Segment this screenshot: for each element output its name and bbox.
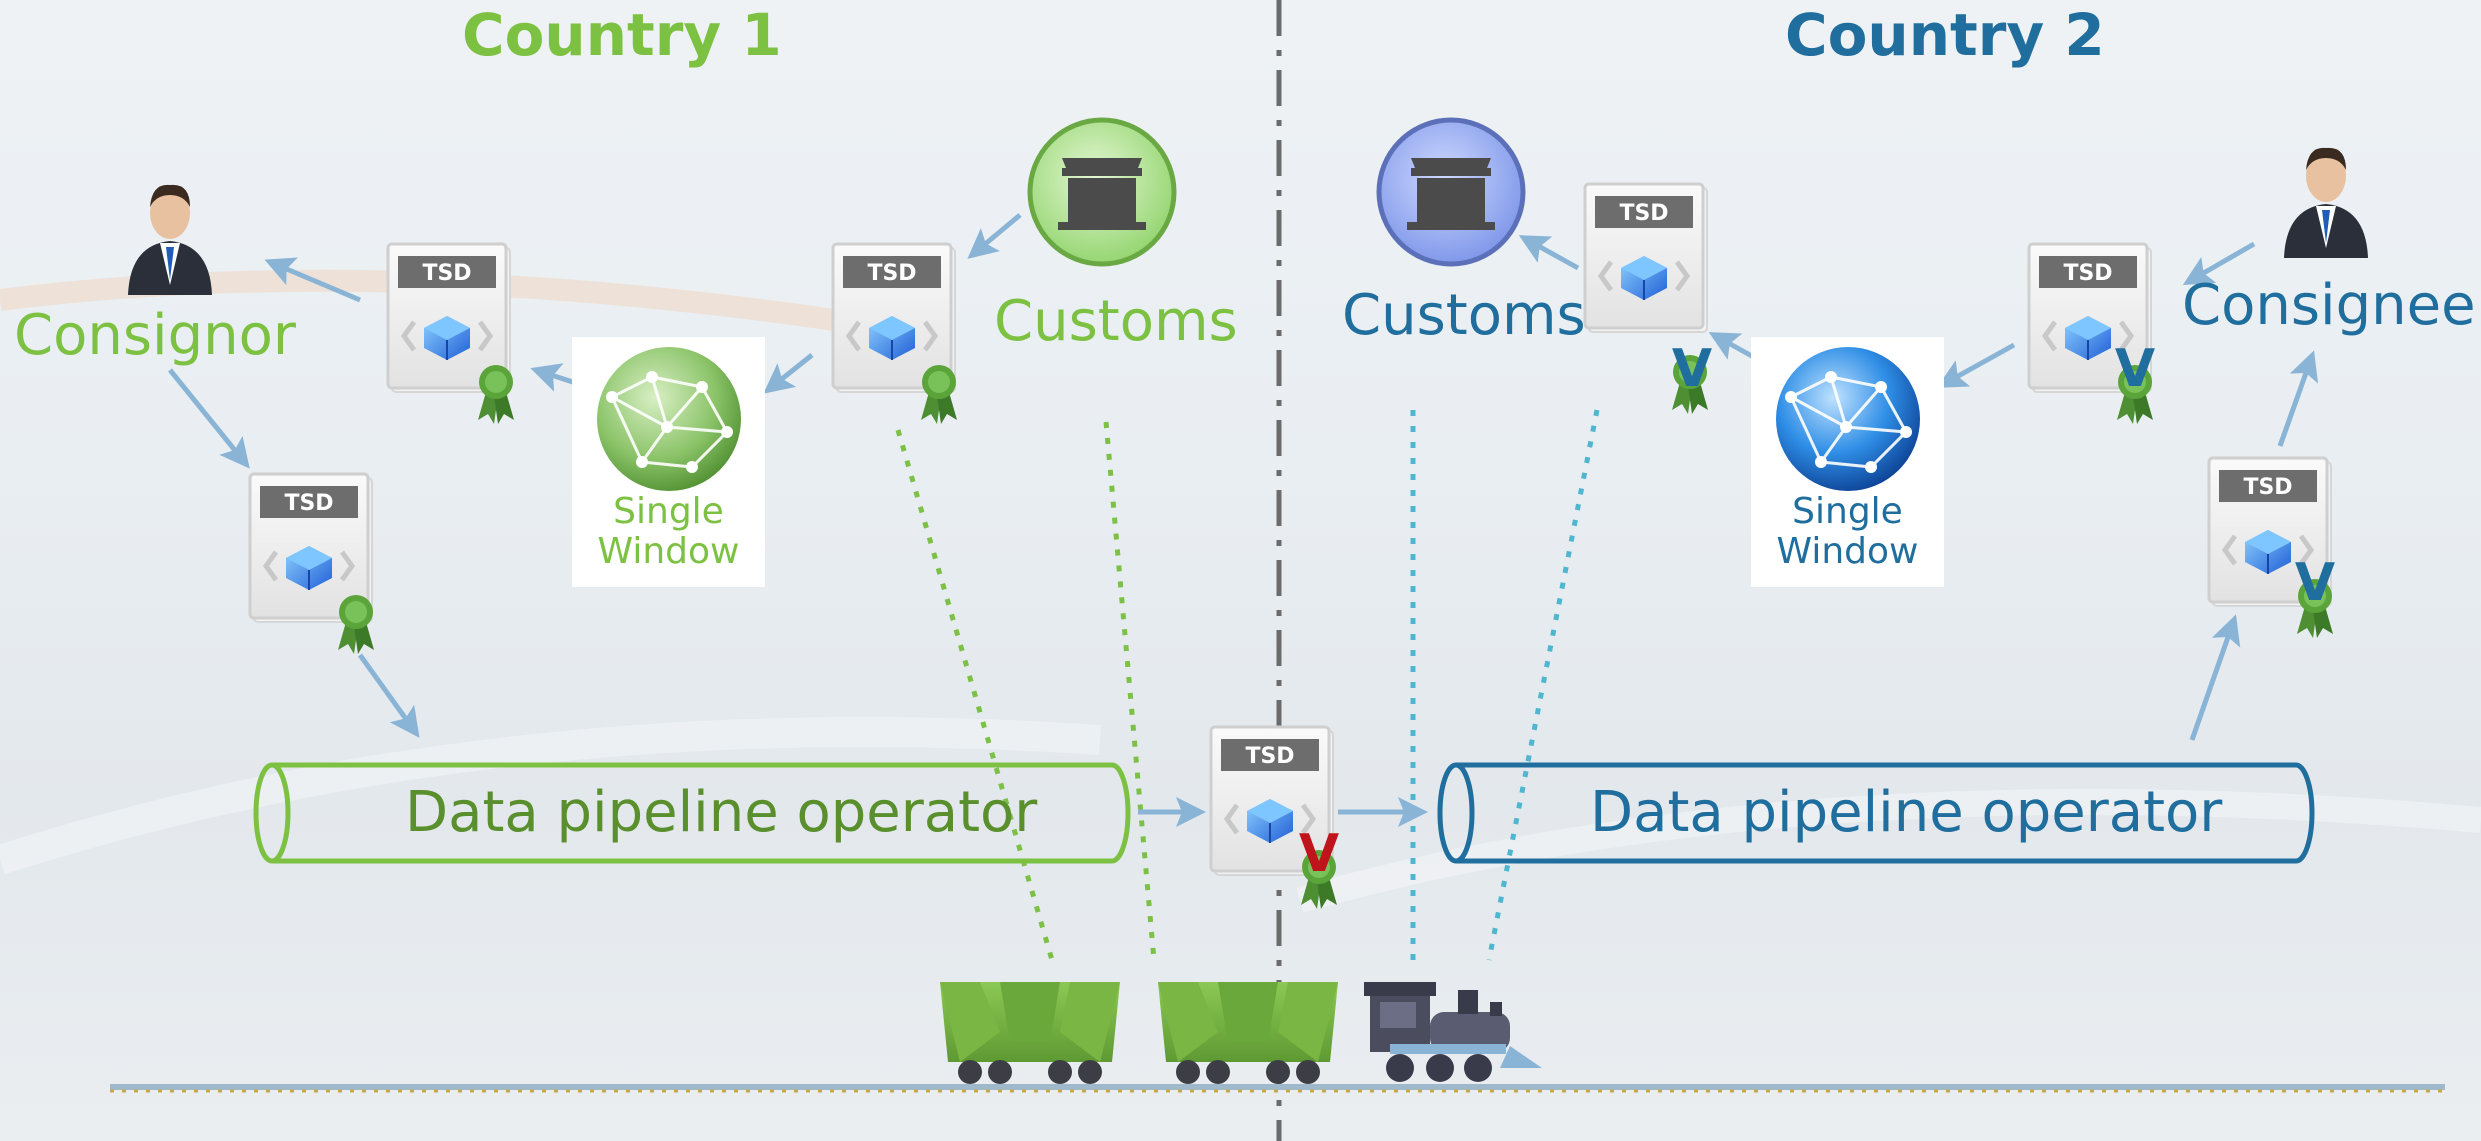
dotted-line-blue-2 bbox=[1486, 409, 1600, 961]
customs-label-country2: Customs bbox=[1342, 283, 1586, 348]
tsd-document-icon: TSD bbox=[250, 474, 374, 654]
arrow-doc-to-customs2 bbox=[1518, 235, 1580, 271]
single-window-label-line1: Single bbox=[613, 491, 724, 532]
tsd-document-icon: TSD bbox=[388, 244, 514, 424]
country1-title: Country 1 bbox=[462, 1, 782, 69]
verify-mark: V bbox=[2115, 339, 2155, 399]
award-ribbon-icon bbox=[478, 365, 514, 424]
arrow-consignee-to-doc bbox=[2182, 241, 2256, 285]
hopper-wagon bbox=[940, 982, 1120, 1084]
award-ribbon-icon bbox=[921, 365, 957, 424]
single-window-label-line1: Single bbox=[1792, 491, 1903, 532]
customs-building-icon bbox=[1376, 117, 1526, 267]
customs-label-country1: Customs bbox=[994, 289, 1238, 354]
tsd-document-icon: TSD V bbox=[2029, 244, 2155, 424]
single-window-country2: Single Window bbox=[1751, 337, 1944, 587]
single-window-label-line2: Window bbox=[1776, 531, 1919, 572]
svg-text:TSD: TSD bbox=[422, 261, 471, 286]
tsd-document-icon: TSD bbox=[1585, 184, 1707, 332]
arrow-doc-to-consignor bbox=[264, 257, 361, 303]
customs-building-icon bbox=[1027, 117, 1177, 267]
businessman-icon bbox=[128, 184, 212, 295]
arrow-doc-to-sw2 bbox=[1936, 342, 2016, 388]
verify-mark: V bbox=[1299, 824, 1339, 884]
hopper-wagon bbox=[1158, 982, 1338, 1084]
verify-mark: V bbox=[1672, 339, 1712, 399]
single-window-country1: Single Window bbox=[572, 337, 765, 587]
dotted-line-green-2 bbox=[1103, 421, 1157, 961]
arrow-customs1-to-doc bbox=[967, 213, 1022, 259]
consignor-label: Consignor bbox=[14, 303, 296, 368]
pipeline-country2 bbox=[1437, 762, 2315, 864]
tsd-document-icon: TSD bbox=[833, 244, 957, 424]
businessman-icon bbox=[2284, 147, 2368, 258]
verify-mark: V bbox=[2295, 553, 2335, 613]
single-window-label-line2: Window bbox=[597, 531, 740, 572]
tsd-document-icon: TSD V bbox=[2209, 458, 2335, 638]
pipeline-label-country1: Data pipeline operator bbox=[405, 780, 1038, 845]
pipeline-country1 bbox=[253, 762, 1131, 864]
award-ribbon-icon bbox=[338, 595, 374, 654]
svg-text:TSD: TSD bbox=[1619, 201, 1668, 226]
svg-text:TSD: TSD bbox=[1245, 744, 1294, 769]
consignee-label: Consignee bbox=[2182, 273, 2476, 338]
freight-train-icon bbox=[940, 982, 1542, 1084]
arrow-doc-to-sw1 bbox=[763, 353, 814, 394]
tsd-document-icon: TSD V bbox=[1211, 727, 1339, 909]
globe-network-icon bbox=[1776, 347, 1920, 491]
arrow-pipeline2-to-doc bbox=[2189, 614, 2241, 741]
dotted-line-green-1 bbox=[895, 429, 1055, 961]
arrow-doc-to-pipeline1 bbox=[357, 653, 420, 738]
arrow-consignor-to-doc bbox=[168, 368, 250, 469]
arrow-doc-to-consignee bbox=[2277, 350, 2319, 447]
country2-title: Country 2 bbox=[1785, 1, 2105, 69]
svg-text:TSD: TSD bbox=[2063, 261, 2112, 286]
svg-text:TSD: TSD bbox=[284, 491, 333, 516]
svg-text:TSD: TSD bbox=[2243, 475, 2292, 500]
locomotive bbox=[1364, 982, 1542, 1082]
globe-network-icon bbox=[597, 347, 741, 491]
svg-text:TSD: TSD bbox=[867, 261, 916, 286]
pipeline-label-country2: Data pipeline operator bbox=[1590, 780, 2223, 845]
